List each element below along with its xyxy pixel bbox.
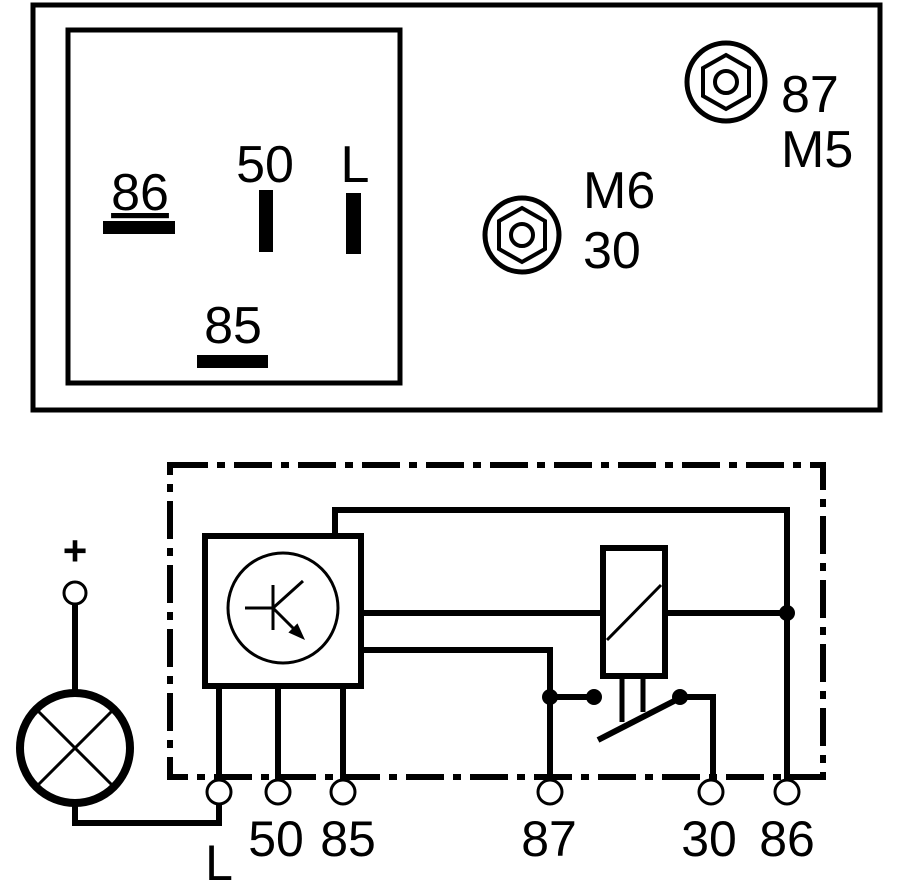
wire-module-87: [361, 647, 553, 780]
pin-85-label: 85: [204, 297, 262, 355]
terminal-86-label: 86: [759, 811, 815, 867]
pin-85-blade: [197, 355, 268, 368]
pin-86-label: 86: [111, 164, 169, 222]
coil-diagonal: [605, 583, 663, 642]
junction-dot: [779, 605, 795, 621]
terminal-50-label: 50: [248, 811, 304, 867]
pin-50-blade: [259, 190, 273, 252]
terminal-50: [264, 778, 292, 806]
terminal-85-label: 85: [320, 811, 376, 867]
housing-outline: [30, 2, 883, 413]
terminal-85: [329, 778, 357, 806]
transistor-icon: [226, 551, 340, 665]
junction-dots: [542, 605, 795, 705]
lamp-icon: [16, 689, 134, 807]
connector-block: [65, 27, 403, 386]
stud-87-nut-icon: [684, 40, 768, 124]
stud-30-thread-label: M6: [583, 162, 655, 220]
contact-dot: [586, 689, 602, 705]
contact-dot: [672, 689, 688, 705]
pin-50-label: 50: [236, 136, 294, 194]
relay-enclosure-boundary: [167, 462, 826, 780]
pin-86-blade: [103, 221, 175, 234]
stud-30-nut-icon: [482, 195, 562, 275]
wire-86-feed: [332, 507, 790, 780]
pin-L-blade: [346, 193, 361, 254]
terminal-87: [536, 778, 564, 806]
junction-dot: [542, 689, 558, 705]
terminal-30: [697, 778, 725, 806]
switch-contact-lever: [596, 695, 682, 743]
terminal-86: [773, 778, 801, 806]
terminal-L: [205, 778, 233, 806]
pin-L-label: L: [341, 136, 370, 194]
terminal-87-label: 87: [521, 811, 577, 867]
relay-coil: [600, 545, 668, 679]
stud-87-terminal-label: 87: [781, 66, 839, 124]
wire-lamp-L: [72, 804, 222, 826]
terminal-L-label: L: [205, 835, 233, 886]
supply-plus-label: +: [63, 527, 88, 574]
stud-87-thread-label: M5: [781, 121, 853, 179]
terminal-supply: [62, 580, 88, 606]
stud-30-terminal-label: 30: [583, 222, 641, 280]
wire-30-contact: [680, 694, 716, 780]
terminal-30-label: 30: [681, 811, 737, 867]
